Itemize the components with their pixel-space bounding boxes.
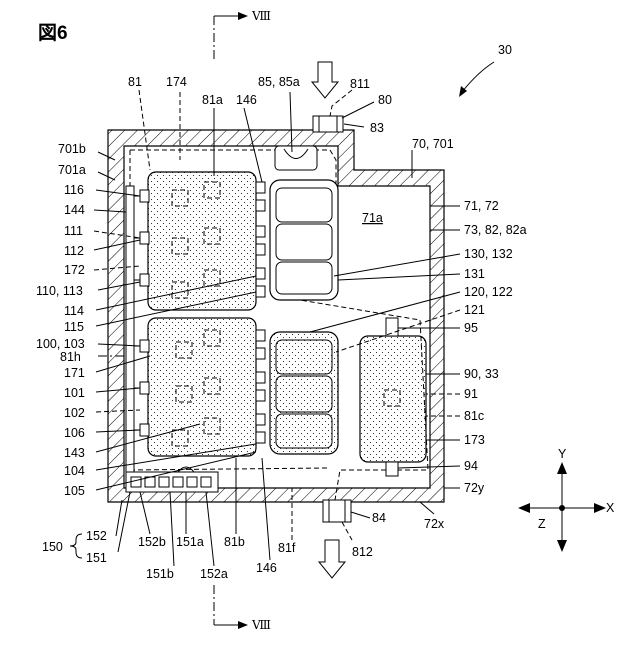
- label-72x: 72x: [424, 517, 445, 531]
- label-114: 114: [64, 304, 84, 318]
- label-112: 112: [64, 244, 84, 258]
- label-95: 95: [464, 321, 478, 335]
- label-81h: 81h: [60, 350, 81, 364]
- label-81c: 81c: [464, 409, 484, 423]
- label-812: 812: [352, 545, 373, 559]
- label-101: 101: [64, 386, 85, 400]
- label-91: 91: [464, 387, 478, 401]
- section-line-top: [214, 12, 248, 62]
- label-152b: 152b: [138, 535, 166, 549]
- label-90: 90, 33: [464, 367, 499, 381]
- label-174: 174: [166, 75, 187, 89]
- sensor-94: [386, 462, 398, 476]
- axis-x-label: X: [606, 501, 615, 515]
- label-81: 81: [128, 75, 142, 89]
- section-line-bottom: [214, 585, 248, 629]
- label-146-top: 146: [236, 93, 257, 107]
- assembly-ref-arrow: [459, 62, 494, 97]
- label-701b: 701b: [58, 142, 86, 156]
- label-144: 144: [64, 203, 85, 217]
- label-131: 131: [464, 267, 485, 281]
- assembly-ref: 30: [498, 43, 512, 57]
- cooler-upper: [270, 180, 338, 300]
- outlet-flow-arrow: [319, 540, 345, 578]
- section-label-bottom: Ⅷ: [251, 618, 271, 632]
- cooler-lower: [270, 332, 338, 454]
- label-111: 111: [64, 224, 83, 238]
- label-72y: 72y: [464, 481, 485, 495]
- label-701a: 701a: [58, 163, 86, 177]
- outlet-port: [323, 500, 351, 522]
- label-110: 110, 113: [36, 284, 83, 298]
- inlet-port: [313, 116, 343, 132]
- label-150: 150: [42, 540, 63, 554]
- sensor-95: [386, 318, 398, 336]
- axis-indicator: [518, 462, 606, 552]
- label-116: 116: [64, 183, 84, 197]
- brace-150: [70, 534, 82, 558]
- label-106: 106: [64, 426, 85, 440]
- label-85: 85, 85a: [258, 75, 300, 89]
- section-label-top: Ⅷ: [251, 9, 271, 23]
- label-173: 173: [464, 433, 485, 447]
- label-100: 100, 103: [36, 337, 85, 351]
- axis-z-label: Z: [538, 517, 546, 531]
- label-102: 102: [64, 406, 85, 420]
- label-71-72: 71, 72: [464, 199, 499, 213]
- label-151a: 151a: [176, 535, 204, 549]
- axis-y-label: Y: [558, 447, 567, 461]
- label-105: 105: [64, 484, 85, 498]
- label-151b: 151b: [146, 567, 174, 581]
- connector-rail: [126, 186, 134, 476]
- label-120: 120, 122: [464, 285, 513, 299]
- label-115: 115: [64, 320, 84, 334]
- label-811: 811: [350, 77, 370, 91]
- label-172: 172: [64, 263, 85, 277]
- label-73: 73, 82, 82a: [464, 223, 527, 237]
- label-130: 130, 132: [464, 247, 513, 261]
- label-81a: 81a: [202, 93, 223, 107]
- label-94: 94: [464, 459, 478, 473]
- device-90: [360, 336, 426, 462]
- label-70: 70, 701: [412, 137, 454, 151]
- battery-module-upper: [148, 172, 256, 310]
- label-83: 83: [370, 121, 384, 135]
- label-171: 171: [64, 366, 85, 380]
- label-152a: 152a: [200, 567, 228, 581]
- label-71a: 71a: [362, 211, 383, 225]
- label-84: 84: [372, 511, 386, 525]
- label-121: 121: [464, 303, 485, 317]
- inlet-flow-arrow: [312, 62, 338, 98]
- label-104: 104: [64, 464, 85, 478]
- right-terminals: [256, 182, 265, 443]
- label-81b: 81b: [224, 535, 245, 549]
- label-151: 151: [86, 551, 107, 565]
- label-152: 152: [86, 529, 107, 543]
- label-146-bottom: 146: [256, 561, 277, 575]
- figure-title: 図6: [38, 22, 68, 44]
- battery-module-lower: [148, 318, 256, 456]
- label-143: 143: [64, 446, 85, 460]
- label-80: 80: [378, 93, 392, 107]
- left-terminals: [134, 190, 149, 436]
- label-81f: 81f: [278, 541, 296, 555]
